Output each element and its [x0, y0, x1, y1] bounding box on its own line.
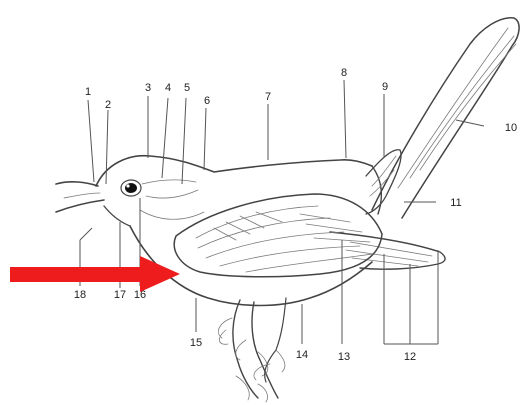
- label-1: 1: [85, 86, 91, 98]
- bird-bill: [56, 182, 104, 212]
- label-10: 10: [505, 122, 517, 134]
- label-18: 18: [74, 289, 86, 301]
- bird-tail: [372, 18, 519, 218]
- label-15: 15: [190, 337, 202, 349]
- label-4: 4: [165, 82, 171, 94]
- label-7: 7: [265, 91, 271, 103]
- bird-wing: [174, 194, 382, 277]
- bird-primaries: [330, 232, 445, 269]
- label-12: 12: [404, 351, 416, 363]
- label-3: 3: [145, 82, 151, 94]
- label-6: 6: [204, 95, 210, 107]
- label-8: 8: [341, 67, 347, 79]
- bird-legs: [218, 298, 286, 402]
- label-14: 14: [296, 349, 308, 361]
- label-2: 2: [105, 99, 111, 111]
- label-17: 17: [114, 289, 126, 301]
- label-5: 5: [184, 82, 190, 94]
- label-9: 9: [382, 81, 388, 93]
- bird-illustration: [56, 18, 519, 402]
- label-11: 11: [450, 197, 461, 209]
- label-13: 13: [338, 351, 350, 363]
- bird-eye: [121, 180, 198, 198]
